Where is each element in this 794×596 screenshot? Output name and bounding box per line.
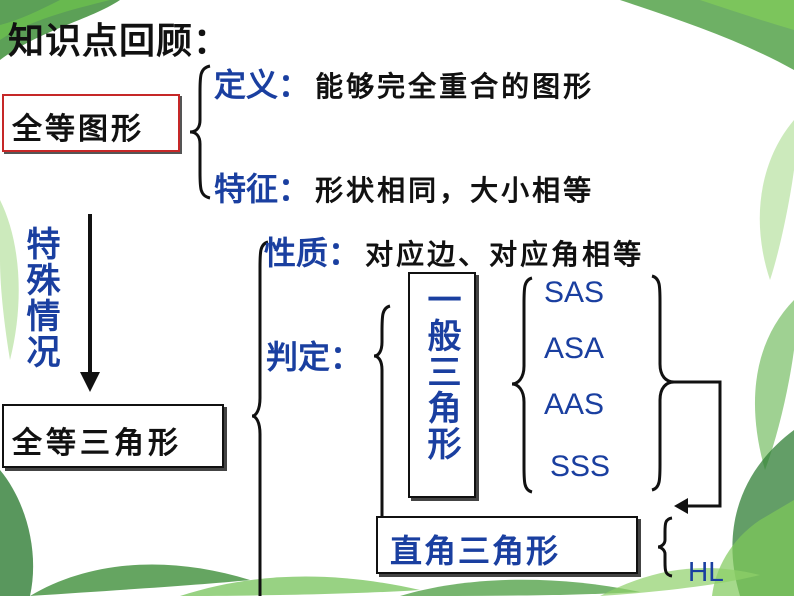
right-triangle-box: 直角三角形 xyxy=(376,516,638,574)
down-arrow-icon xyxy=(80,214,100,392)
congruent-triangles-label: 全等三角形 xyxy=(12,426,182,461)
hl-brace xyxy=(657,516,673,578)
congruent-shapes-label: 全等图形 xyxy=(12,112,144,147)
criteria-aas: AAS xyxy=(544,388,605,421)
bottom-leaves-icon xyxy=(30,564,760,596)
judgement-label: 判定： xyxy=(266,338,363,376)
criteria-left-brace xyxy=(511,276,533,494)
definition-label: 定义： xyxy=(214,66,311,104)
hl-label: HL xyxy=(688,556,724,587)
judgement-brace xyxy=(373,304,391,532)
right-triangle-label: 直角三角形 xyxy=(390,532,561,570)
property-row: 性质： 对应边、对应角相等 xyxy=(264,228,644,274)
congruent-shapes-box: 全等图形 xyxy=(2,94,180,152)
feature-text: 形状相同，大小相等 xyxy=(315,174,595,207)
connector-arrow-icon xyxy=(674,380,722,514)
page-title: 知识点回顾： xyxy=(8,21,231,62)
left-side-leaves-icon xyxy=(0,200,34,596)
special-case-label: 特殊情况 xyxy=(20,226,60,370)
right-side-leaves-icon xyxy=(712,120,794,596)
top-left-leaves-icon xyxy=(0,0,120,60)
property-label: 性质： xyxy=(264,234,361,272)
general-triangle-label: 一般三角形 xyxy=(421,282,461,462)
triangle-properties-brace xyxy=(251,240,269,596)
property-text: 对应边、对应角相等 xyxy=(365,238,645,271)
criteria-sss: SSS xyxy=(550,450,611,483)
general-triangle-box: 一般三角形 xyxy=(408,272,476,498)
top-right-leaves-icon xyxy=(620,0,794,70)
definition-brace xyxy=(189,64,211,200)
criteria-asa: ASA xyxy=(544,332,605,365)
feature-row: 特征： 形状相同，大小相等 xyxy=(214,164,594,210)
criteria-sas: SAS xyxy=(544,276,605,309)
congruent-triangles-box: 全等三角形 xyxy=(2,404,224,468)
feature-label: 特征： xyxy=(214,170,311,208)
definition-row: 定义： 能够完全重合的图形 xyxy=(214,60,594,106)
definition-text: 能够完全重合的图形 xyxy=(315,70,595,103)
